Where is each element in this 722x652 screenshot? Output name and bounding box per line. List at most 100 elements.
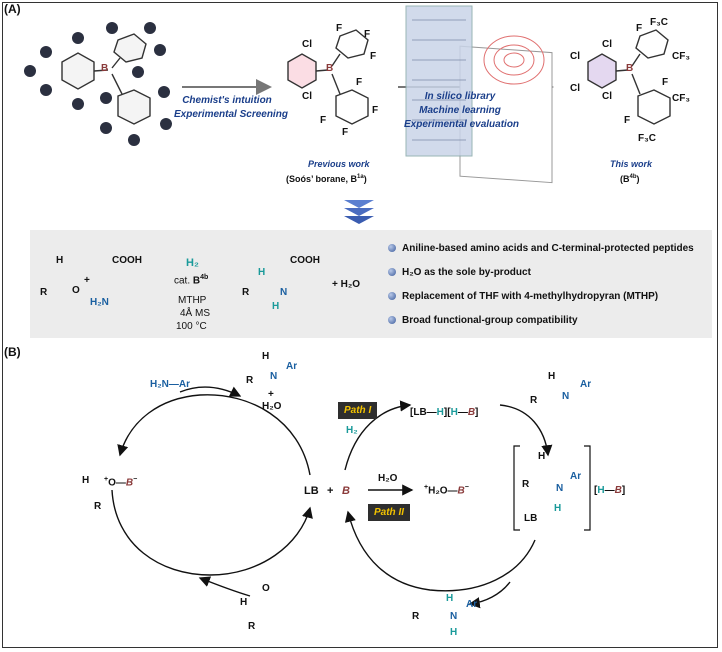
prev-f-5: F	[320, 115, 327, 126]
imine-top-ar: Ar	[286, 361, 298, 372]
this-b-label: B	[626, 63, 634, 74]
amine-n: N	[450, 611, 458, 622]
imine-top-water: H₂O	[262, 401, 282, 412]
this-f3c-bottom: F₃C	[638, 133, 656, 144]
rxn-h2: H₂	[186, 257, 199, 269]
this-cl-4: Cl	[602, 91, 612, 102]
ts-n: N	[556, 483, 564, 494]
this-cl-2: Cl	[602, 39, 612, 50]
rxn-aldehyde-r: R	[40, 287, 48, 298]
prev-cl-top: Cl	[302, 39, 312, 50]
rxn-cond-2: 4Å MS	[180, 308, 211, 319]
bullet-2: H₂O as the sole by-product	[402, 267, 531, 278]
rxn-product-r: R	[242, 287, 250, 298]
ts-hb: [H—B]	[594, 485, 626, 496]
frustrated-pair: [LB—H][H—B]	[410, 407, 479, 418]
conditions-panel	[30, 230, 712, 338]
down-chevrons	[344, 200, 374, 224]
bullet-1: Aniline-based amino acids and C-terminal…	[402, 243, 694, 254]
this-work-sub: (B4b)	[620, 174, 640, 184]
ts-lb: LB	[524, 513, 538, 524]
imine-top-h: H	[262, 351, 270, 362]
this-f-1: F	[636, 23, 643, 34]
prev-f-4: F	[356, 77, 363, 88]
arrow2-text-3: Experimental evaluation	[404, 119, 520, 130]
imine-right-h: H	[548, 371, 556, 382]
this-cl-3: Cl	[570, 83, 580, 94]
substituent-balls	[24, 22, 172, 146]
prev-f-3: F	[370, 51, 377, 62]
rxn-plus-water: + H₂O	[332, 279, 361, 290]
rxn-cond-1: MTHP	[178, 295, 207, 306]
soos-borane-molecule	[287, 29, 369, 125]
this-f3c-top: F₃C	[650, 17, 668, 28]
prev-work-caption: Previous work	[308, 159, 370, 169]
rxn-catalyst: cat. B4b	[174, 274, 209, 287]
this-work-caption: This work	[610, 159, 653, 169]
amine-ar: Ar	[466, 599, 478, 610]
arrow2-text-1: In silico library	[424, 91, 496, 102]
aldehyde-r: R	[248, 621, 256, 632]
ts-h: H	[538, 451, 546, 462]
in-silico-library-image	[405, 5, 553, 184]
bullet-dot-4	[388, 316, 396, 324]
aldehyde-h: H	[240, 597, 248, 608]
center-lb: LB	[304, 485, 319, 497]
ts-r: R	[522, 479, 530, 490]
rxn-h2n: H₂N	[90, 297, 109, 308]
rxn-cooh-2: COOH	[290, 255, 320, 266]
imine-right-n: N	[562, 391, 570, 402]
path1-h2: H₂	[346, 425, 358, 436]
amine-r: R	[412, 611, 420, 622]
aldehyde-o: O	[262, 583, 270, 594]
this-cl-1: Cl	[570, 51, 580, 62]
imine-top-n: N	[270, 371, 278, 382]
this-f-3: F	[624, 115, 631, 126]
prev-work-sub: (Soós’ borane, B1a)	[286, 174, 367, 184]
imine-right-r: R	[530, 395, 538, 406]
bullet-dot-2	[388, 268, 396, 276]
this-cf3-right: CF₃	[672, 51, 690, 62]
rxn-product-n: N	[280, 287, 288, 298]
rxn-cond-3: 100 °C	[176, 321, 207, 332]
amine-reagent: H₂N—Ar	[150, 379, 190, 390]
this-cf3-lower: CF₃	[672, 93, 690, 104]
rxn-aldehyde-o: O	[72, 285, 80, 296]
ts-ar: Ar	[570, 471, 582, 482]
bullet-3: Replacement of THF with 4-methylhydropyr…	[402, 291, 659, 302]
ald-complex-h: H	[82, 475, 90, 486]
borane-b-label-left: B	[101, 63, 109, 74]
b4b-borane-molecule	[587, 29, 671, 125]
arrow1-text-2: Experimental Screening	[174, 109, 288, 120]
ts-brackets	[513, 445, 591, 531]
this-f-2: F	[662, 77, 669, 88]
oxonium-complex: +H₂O—B−	[424, 484, 469, 497]
imine-top-plus: +	[268, 389, 274, 400]
path-1-tag: Path I	[338, 402, 378, 419]
bullet-4: Broad functional-group compatibility	[402, 315, 578, 326]
imine-right-ar: Ar	[580, 379, 592, 390]
bullet-dot-3	[388, 292, 396, 300]
center-b: B	[342, 485, 350, 497]
imine-top-r: R	[246, 375, 254, 386]
prev-f-1: F	[336, 23, 343, 34]
rxn-product-h1: H	[258, 267, 266, 278]
panel-a-label: (A)	[4, 2, 21, 16]
bullet-dot-1	[388, 244, 396, 252]
amine-h: H	[446, 593, 454, 604]
panel-b-label: (B)	[4, 345, 21, 359]
amine-nh: H	[450, 627, 458, 638]
rxn-cooh-1: COOH	[112, 255, 142, 266]
path-2-tag: Path II	[368, 504, 411, 521]
prev-cl-bottom: Cl	[302, 91, 312, 102]
ts-nh: H	[554, 503, 562, 514]
prev-f-2: F	[364, 29, 371, 40]
ald-complex-o: +O—B−	[104, 476, 138, 489]
prev-b-label: B	[326, 63, 334, 74]
prev-f-6: F	[372, 105, 379, 116]
prev-f-7: F	[342, 127, 349, 138]
center-plus: +	[327, 485, 334, 497]
water-above-arrow: H₂O	[378, 473, 398, 484]
